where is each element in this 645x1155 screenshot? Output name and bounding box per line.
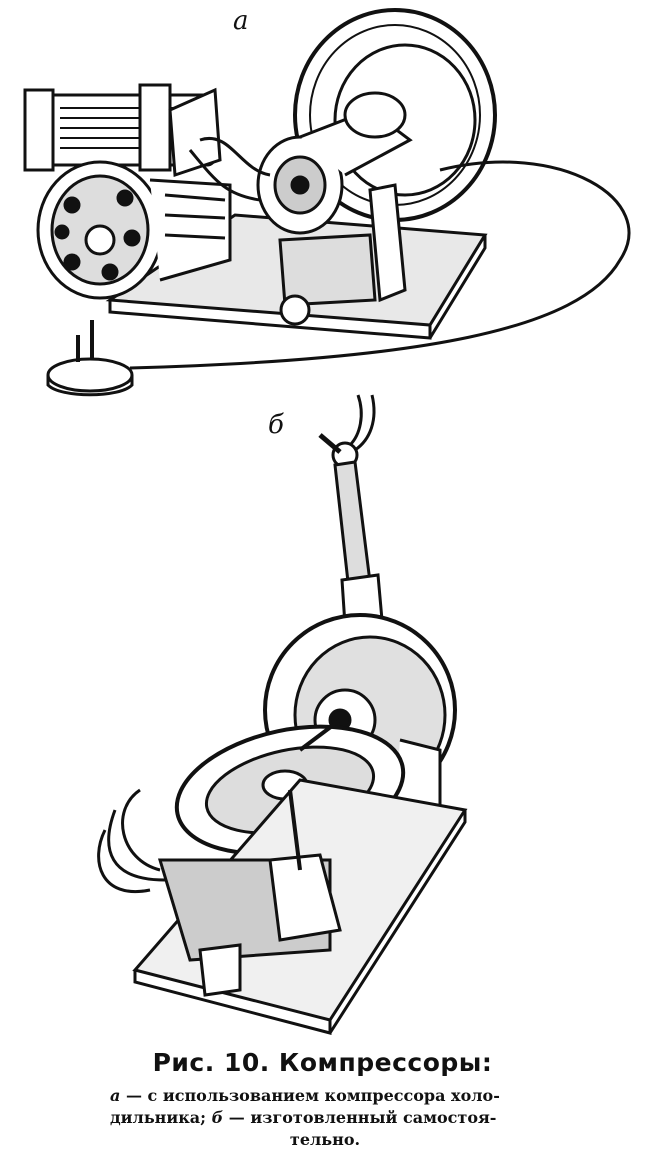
compressor-a-illustration: [23, 8, 631, 397]
figure-label-a: а: [233, 6, 249, 36]
figure-label-b: б: [268, 410, 284, 440]
caption-letter-b: б: [211, 1108, 224, 1127]
compressor-b-illustration: [97, 394, 468, 1035]
caption-line-2-rest: — изготовленный самостоя-: [223, 1108, 497, 1127]
figure-caption-title: Рис. 10. Компрессоры:: [152, 1048, 493, 1077]
caption-line-2: дильника;: [110, 1108, 212, 1127]
caption-letter-a: а: [110, 1086, 121, 1105]
caption-line-1: — с использованием компрессора холо-: [120, 1086, 500, 1105]
caption-line-3: тельно.: [289, 1130, 361, 1149]
figure-caption-body: а — с использованием компрессора холо- д…: [110, 1085, 540, 1151]
